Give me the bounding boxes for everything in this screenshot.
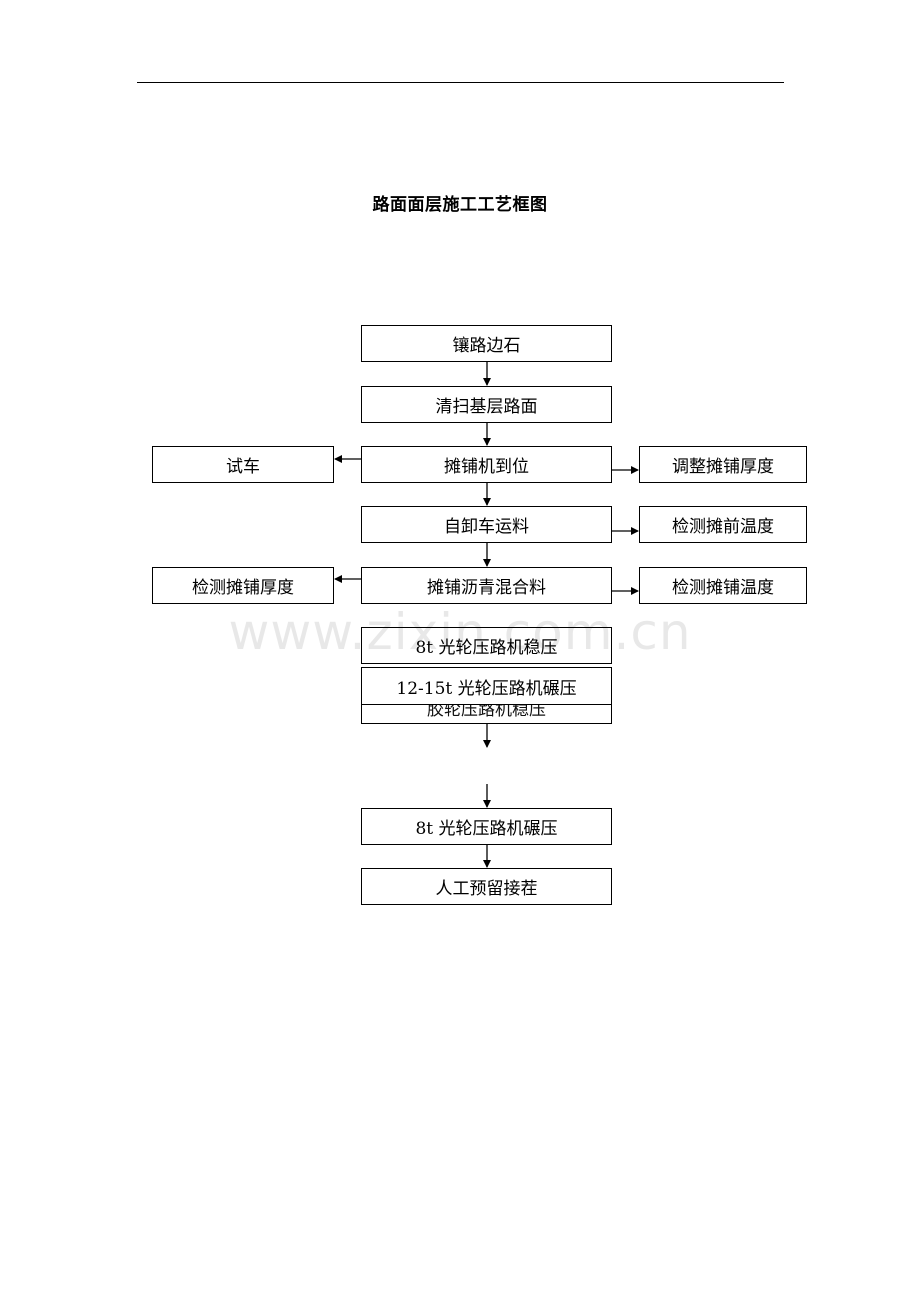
step-8t-stabilize: 8t 光轮压路机稳压 [361, 627, 612, 664]
step-truck-delivery: 自卸车运料 [361, 506, 612, 543]
step-12-15t-compact: 12-15t 光轮压路机碾压 [361, 667, 612, 705]
step-8t-compact: 8t 光轮压路机碾压 [361, 808, 612, 845]
side-check-pre-temp: 检测摊前温度 [639, 506, 807, 543]
step-manual-joint: 人工预留接茬 [361, 868, 612, 905]
side-check-temp: 检测摊铺温度 [639, 567, 807, 604]
step-clean-base: 清扫基层路面 [361, 386, 612, 423]
side-test-run: 试车 [152, 446, 334, 483]
side-check-thickness: 检测摊铺厚度 [152, 567, 334, 604]
header-rule [137, 82, 784, 83]
step-paver-in-place: 摊铺机到位 [361, 446, 612, 483]
step-install-curb: 镶路边石 [361, 325, 612, 362]
page-title: 路面面层施工工艺框图 [372, 195, 548, 215]
side-adjust-thickness: 调整摊铺厚度 [639, 446, 807, 483]
step-spread-asphalt: 摊铺沥青混合料 [361, 567, 612, 604]
